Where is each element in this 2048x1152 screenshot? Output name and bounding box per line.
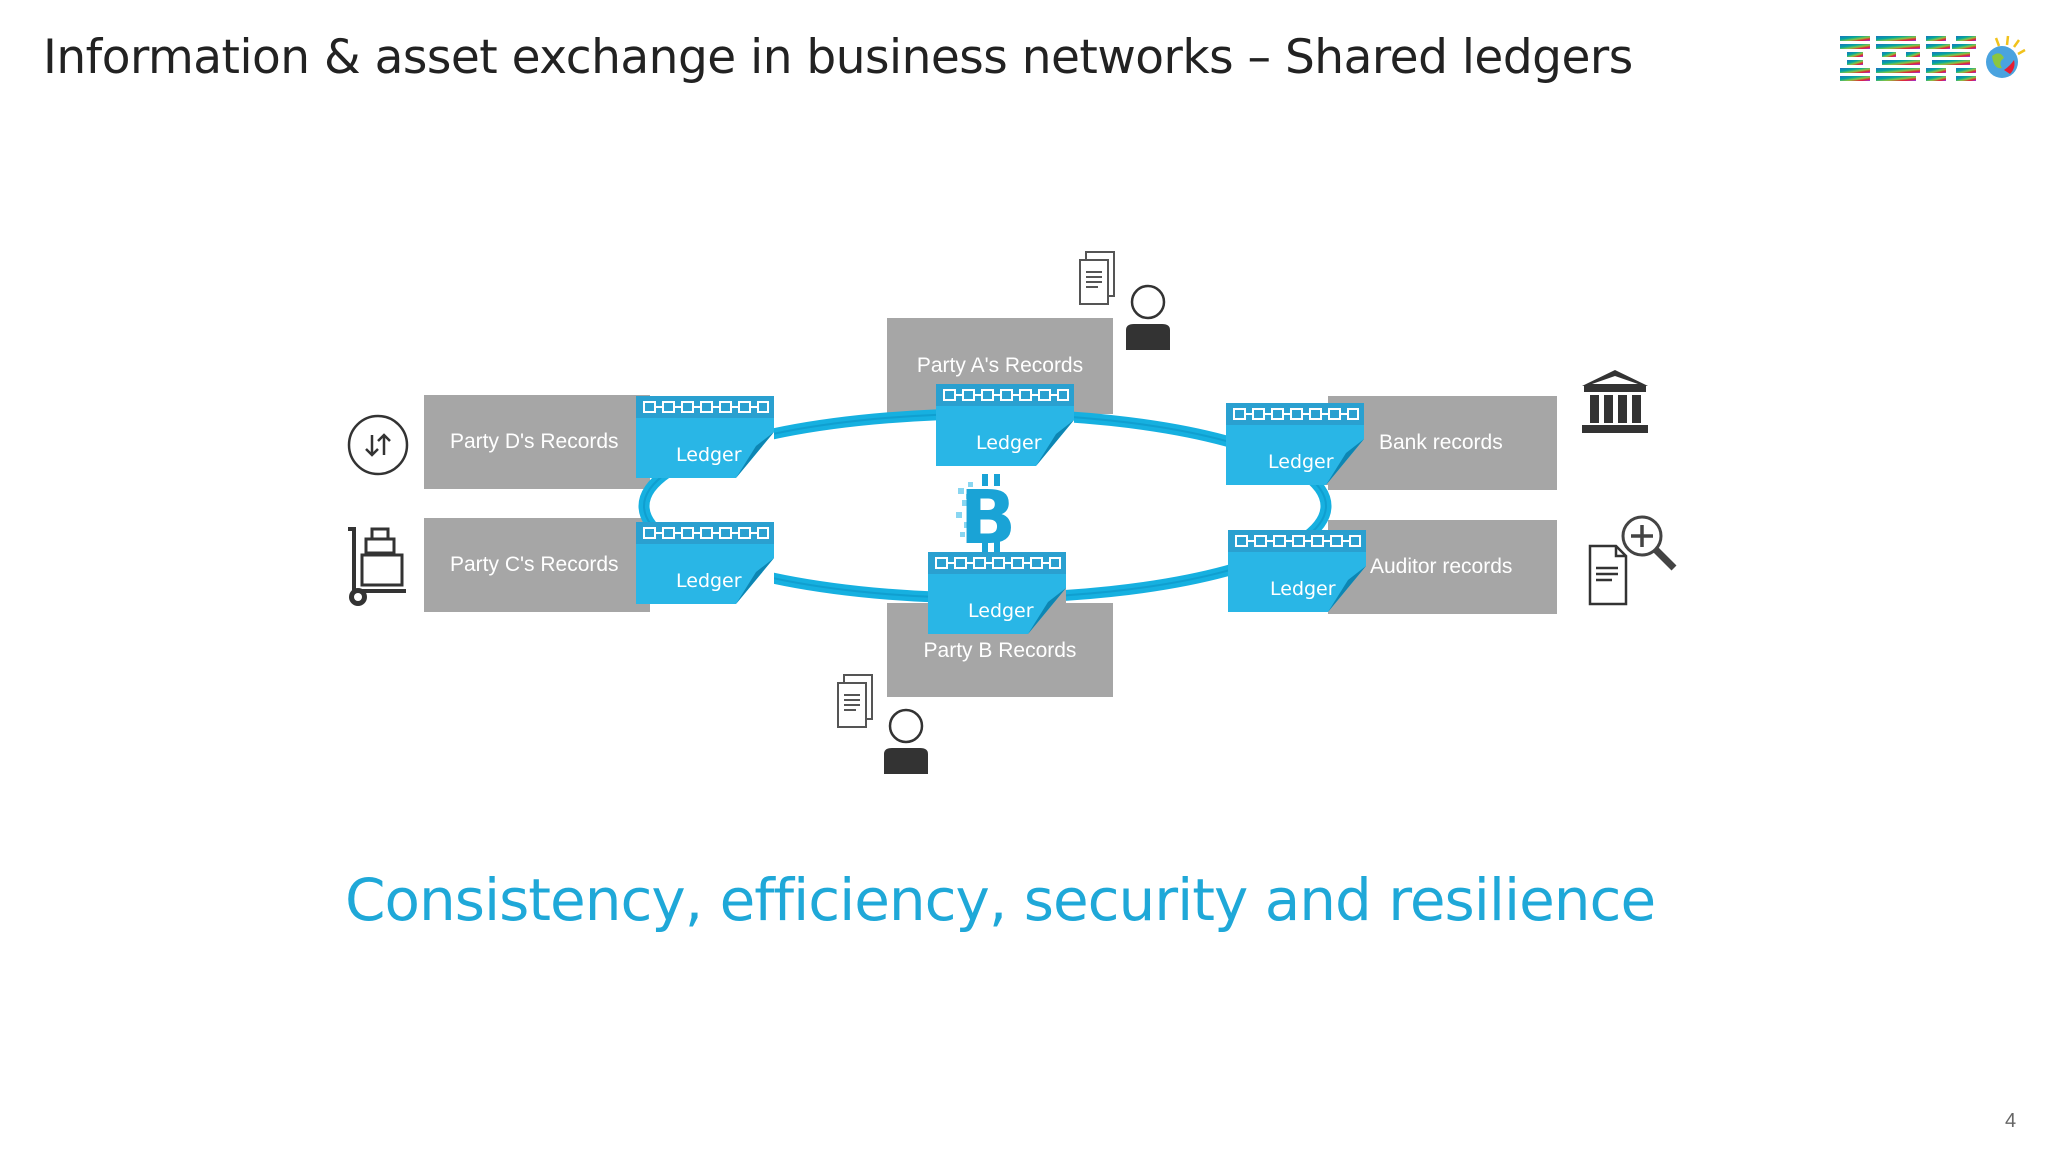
ledger-party-d: Ledger (636, 396, 774, 478)
bitcoin-icon: B (956, 474, 1016, 561)
party-c-records-label: Party C's Records (450, 553, 619, 576)
exchange-arrows-icon (347, 414, 409, 476)
tagline: Consistency, efficiency, security and re… (345, 866, 1656, 934)
party-c-records: Party C's Records (450, 518, 619, 612)
document-stack-icon (837, 674, 873, 728)
bank-records-box (1328, 396, 1557, 490)
person-icon (884, 708, 928, 774)
ibm-logo (1840, 35, 2026, 81)
party-b-records-label: Party B Records (923, 639, 1077, 662)
page-number: 4 (2005, 1110, 2017, 1132)
ledger-auditor: Ledger (1228, 530, 1366, 612)
ledger-label: Ledger (968, 600, 1034, 622)
ledger-label: Ledger (976, 432, 1042, 454)
ledger-label: Ledger (1268, 451, 1334, 473)
ledger-label: Ledger (676, 444, 742, 466)
bank-icon (1582, 370, 1648, 433)
ledger-bank: Ledger (1226, 403, 1364, 485)
party-d-records-box (424, 395, 650, 489)
party-a-records: Party A's Records (887, 318, 1113, 414)
person-icon (1126, 284, 1170, 350)
party-d-records: Party D's Records (450, 395, 619, 489)
ledger-party-c: Ledger (636, 522, 774, 604)
party-a-records-label: Party A's Records (916, 354, 1084, 377)
bank-records: Bank records (1379, 396, 1503, 490)
cart-icon (348, 527, 406, 606)
auditor-records-box (1328, 520, 1557, 614)
ledger-label: Ledger (1270, 578, 1336, 600)
auditor-records: Auditor records (1370, 520, 1512, 614)
party-c-records-box (424, 518, 650, 612)
party-d-records-label: Party D's Records (450, 430, 619, 453)
ledger-label: Ledger (676, 570, 742, 592)
ledger-party-b: Ledger (928, 552, 1066, 634)
bank-records-label: Bank records (1379, 431, 1503, 454)
slide-title: Information & asset exchange in business… (43, 30, 1633, 85)
ledger-party-a: Ledger (936, 384, 1074, 466)
party-b-records: Party B Records (887, 603, 1113, 697)
auditor-records-label: Auditor records (1370, 555, 1513, 578)
document-stack-icon (1079, 251, 1115, 305)
document-zoom-icon (1588, 515, 1677, 606)
